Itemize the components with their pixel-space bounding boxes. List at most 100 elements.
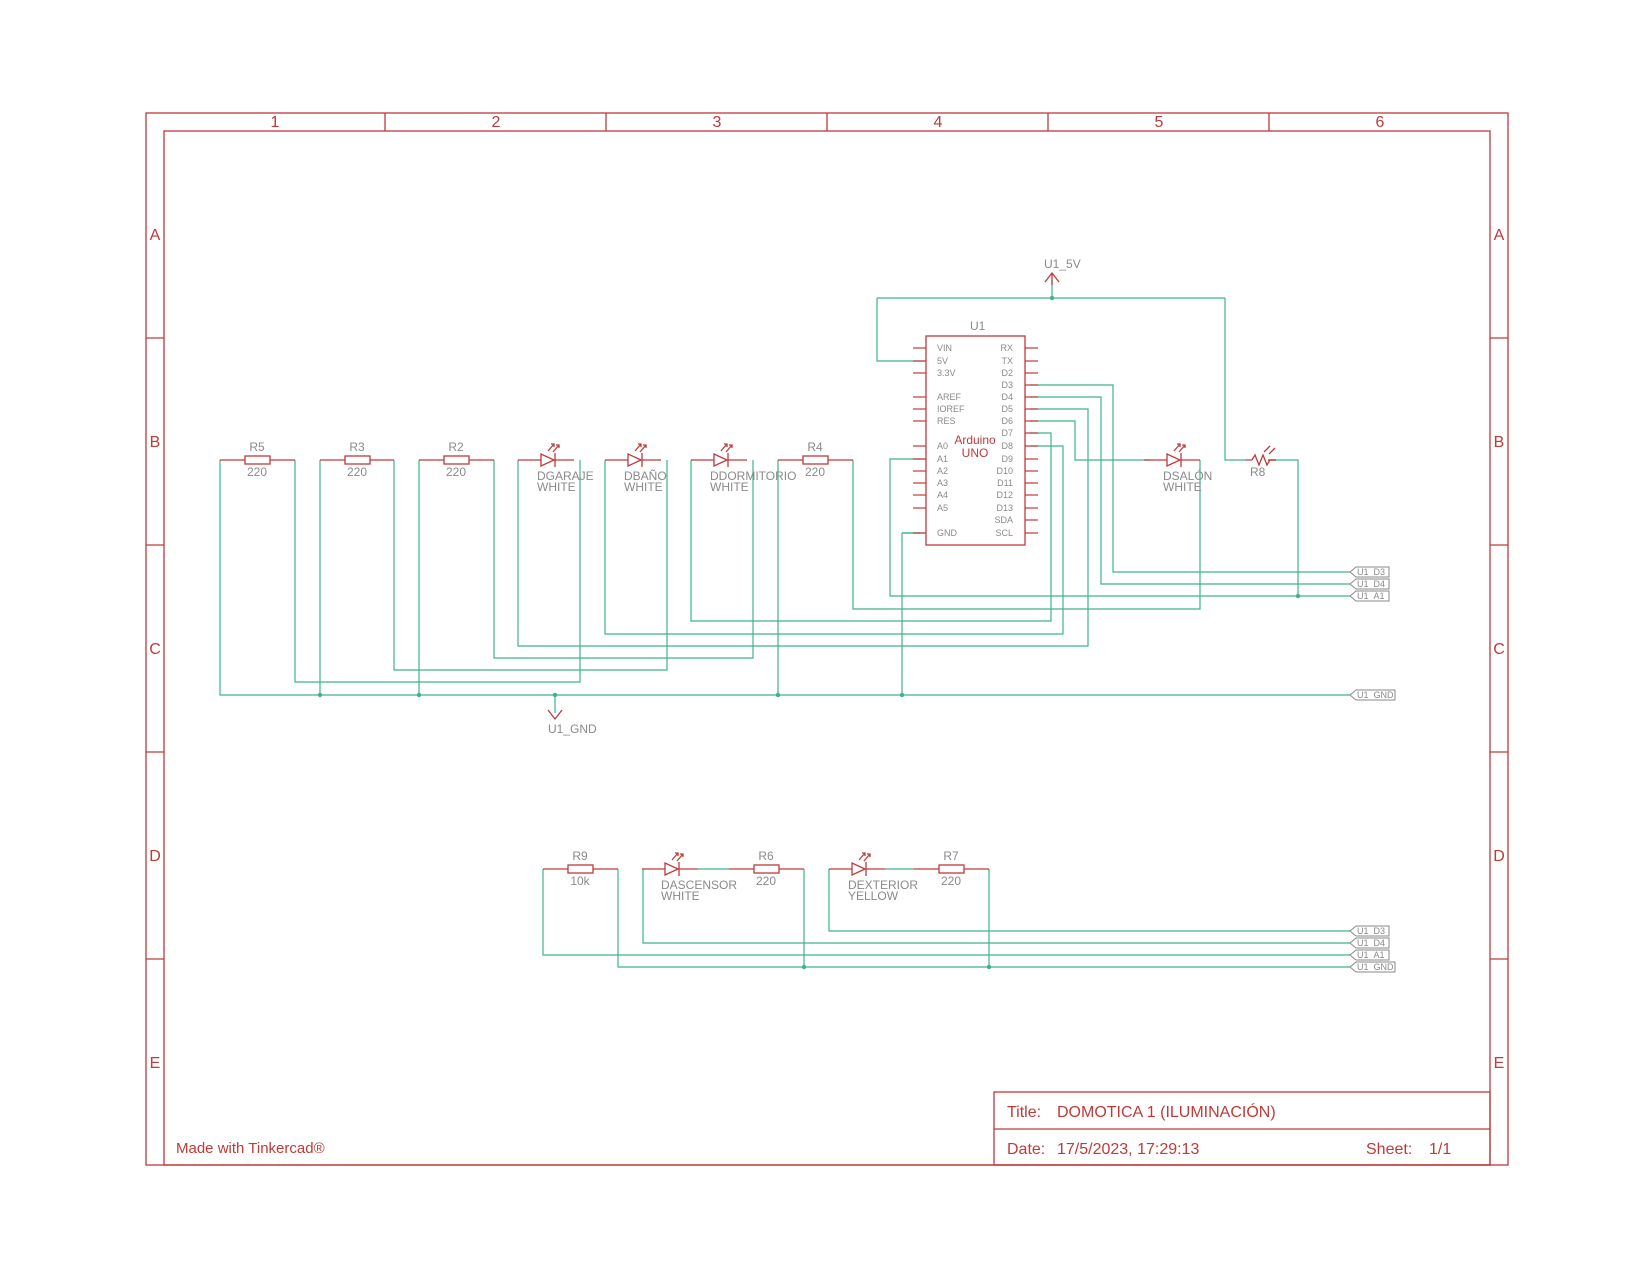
resistor-r6: R6 220 bbox=[729, 849, 804, 888]
r6-value: 220 bbox=[756, 874, 776, 888]
led-ddormitorio: DDORMITORIO WHITE bbox=[690, 443, 796, 494]
ports-lower: U1_D3 U1_D4 U1_A1 U1_GND bbox=[1349, 925, 1396, 973]
arduino-pin-label: IOREF bbox=[937, 404, 965, 414]
arduino-pin-label: SCL bbox=[995, 528, 1013, 538]
column-label: 3 bbox=[713, 114, 722, 131]
arduino-pin-label: D11 bbox=[997, 478, 1013, 488]
dsalon-ref: DSALÓN bbox=[1163, 468, 1212, 483]
resistor-r9: R9 10k bbox=[543, 849, 618, 888]
ddormitorio-ref: DDORMITORIO bbox=[710, 469, 796, 483]
port-u1-d3: U1_D3 bbox=[1349, 925, 1390, 937]
svg-text:U1_A1: U1_A1 bbox=[1357, 591, 1385, 601]
r4-ref: R4 bbox=[807, 440, 823, 454]
row-label: B bbox=[150, 434, 161, 451]
arduino-pin-label: AREF bbox=[937, 392, 962, 402]
arduino-pin-label: GND bbox=[937, 528, 958, 538]
r9-ref: R9 bbox=[572, 849, 588, 863]
row-label: C bbox=[149, 641, 161, 658]
gnd-label: U1_GND bbox=[548, 722, 597, 736]
arduino-pin-label: D6 bbox=[1001, 416, 1013, 426]
arduino-pins: VIN5V3.3VAREFIOREFRESA0A1A2A3A4A5GNDRXTX… bbox=[913, 343, 1038, 538]
junctions bbox=[317, 295, 1301, 970]
svg-text:U1_GND: U1_GND bbox=[1357, 962, 1394, 972]
ddormitorio-color: WHITE bbox=[710, 480, 749, 494]
arduino-pin-label: D4 bbox=[1001, 392, 1013, 402]
row-label: A bbox=[150, 227, 161, 244]
svg-text:U1_A1: U1_A1 bbox=[1357, 950, 1385, 960]
wires-lower bbox=[542, 869, 1350, 968]
arduino-pin-label: SDA bbox=[994, 515, 1013, 525]
r5-value: 220 bbox=[247, 465, 267, 479]
r7-value: 220 bbox=[941, 874, 961, 888]
port-u1-gnd: U1_GND bbox=[1349, 689, 1396, 701]
arduino-pin-label: 3.3V bbox=[937, 368, 956, 378]
arduino-pin-label: A4 bbox=[937, 490, 948, 500]
row-labels-left: A B C D E bbox=[149, 227, 161, 1072]
column-labels: 1 2 3 4 5 6 bbox=[271, 114, 1385, 131]
led-dsalon: DSALÓN WHITE bbox=[1143, 443, 1212, 494]
tinkercad-credit: Made with Tinkercad® bbox=[176, 1140, 325, 1157]
arduino-pin-label: D2 bbox=[1001, 368, 1013, 378]
svg-text:U1_GND: U1_GND bbox=[1357, 690, 1394, 700]
resistor-r2: R2 220 bbox=[419, 440, 494, 479]
column-label: 4 bbox=[934, 114, 943, 131]
arduino-pin-label: D7 bbox=[1001, 428, 1013, 438]
r2-ref: R2 bbox=[448, 440, 464, 454]
arduino-pin-label: RES bbox=[937, 416, 956, 426]
dexterior-ref: DEXTERIOR bbox=[848, 878, 918, 892]
dgaraje-color: WHITE bbox=[537, 480, 576, 494]
dsalon-color: WHITE bbox=[1163, 480, 1202, 494]
arduino-pin-label: A5 bbox=[937, 503, 948, 513]
arduino-pin-label: A2 bbox=[937, 466, 948, 476]
resistor-r4: R4 220 bbox=[778, 440, 853, 479]
arduino-pin-label: D10 bbox=[996, 466, 1013, 476]
ports-upper: U1_D3 U1_D4 U1_A1 U1_GND bbox=[1349, 566, 1396, 701]
r8-ref: R8 bbox=[1250, 465, 1266, 479]
sheet-label: Sheet: bbox=[1366, 1141, 1412, 1158]
arduino-pin-label: D13 bbox=[996, 503, 1013, 513]
row-label: D bbox=[149, 848, 161, 865]
r5-ref: R5 bbox=[249, 440, 265, 454]
port-u1-a1: U1_A1 bbox=[1349, 949, 1390, 961]
port-u1-d4: U1_D4 bbox=[1349, 578, 1390, 590]
arduino-pin-label: D3 bbox=[1001, 380, 1013, 390]
arduino-pin-label: RX bbox=[1000, 343, 1013, 353]
title-label: Title: bbox=[1007, 1104, 1041, 1121]
column-label: 2 bbox=[492, 114, 501, 131]
port-u1-d3: U1_D3 bbox=[1349, 566, 1390, 578]
sheet-frame bbox=[145, 112, 1509, 1166]
dgaraje-ref: DGARAJE bbox=[537, 469, 594, 483]
title-block: Title: DOMOTICA 1 (ILUMINACIÓN) Date: 17… bbox=[993, 1091, 1491, 1166]
wires-upper bbox=[219, 280, 1350, 713]
vcc-label: U1_5V bbox=[1044, 257, 1081, 271]
resistor-r3: R3 220 bbox=[320, 440, 394, 479]
svg-text:U1_D3: U1_D3 bbox=[1357, 567, 1385, 577]
r4-value: 220 bbox=[805, 465, 825, 479]
gnd-symbol: U1_GND bbox=[547, 709, 597, 736]
r7-ref: R7 bbox=[943, 849, 959, 863]
row-label: D bbox=[1493, 848, 1505, 865]
svg-text:U1_D4: U1_D4 bbox=[1357, 938, 1385, 948]
sheet-value: 1/1 bbox=[1429, 1141, 1451, 1158]
arduino-ref: U1 bbox=[970, 319, 986, 333]
date-label: Date: bbox=[1007, 1141, 1045, 1158]
port-u1-gnd: U1_GND bbox=[1349, 961, 1396, 973]
title-value: DOMOTICA 1 (ILUMINACIÓN) bbox=[1057, 1102, 1276, 1121]
row-label: E bbox=[150, 1055, 161, 1072]
photoresistor-r8: R8 bbox=[1245, 445, 1276, 479]
arduino-pin-label: A0 bbox=[937, 441, 948, 451]
arduino-pin-label: D9 bbox=[1001, 454, 1013, 464]
arduino-pin-label: D5 bbox=[1001, 404, 1013, 414]
svg-text:U1_D4: U1_D4 bbox=[1357, 579, 1385, 589]
column-label: 5 bbox=[1155, 114, 1164, 131]
port-u1-d4: U1_D4 bbox=[1349, 937, 1390, 949]
arduino-model: UNO bbox=[962, 446, 989, 460]
svg-text:U1_D3: U1_D3 bbox=[1357, 926, 1385, 936]
row-label: E bbox=[1494, 1055, 1505, 1072]
column-label: 6 bbox=[1376, 114, 1385, 131]
resistor-r7: R7 220 bbox=[914, 849, 989, 888]
arduino-pin-label: D8 bbox=[1001, 441, 1013, 451]
led-dascensor: DASCENSOR WHITE bbox=[641, 852, 737, 903]
row-label: B bbox=[1494, 434, 1505, 451]
